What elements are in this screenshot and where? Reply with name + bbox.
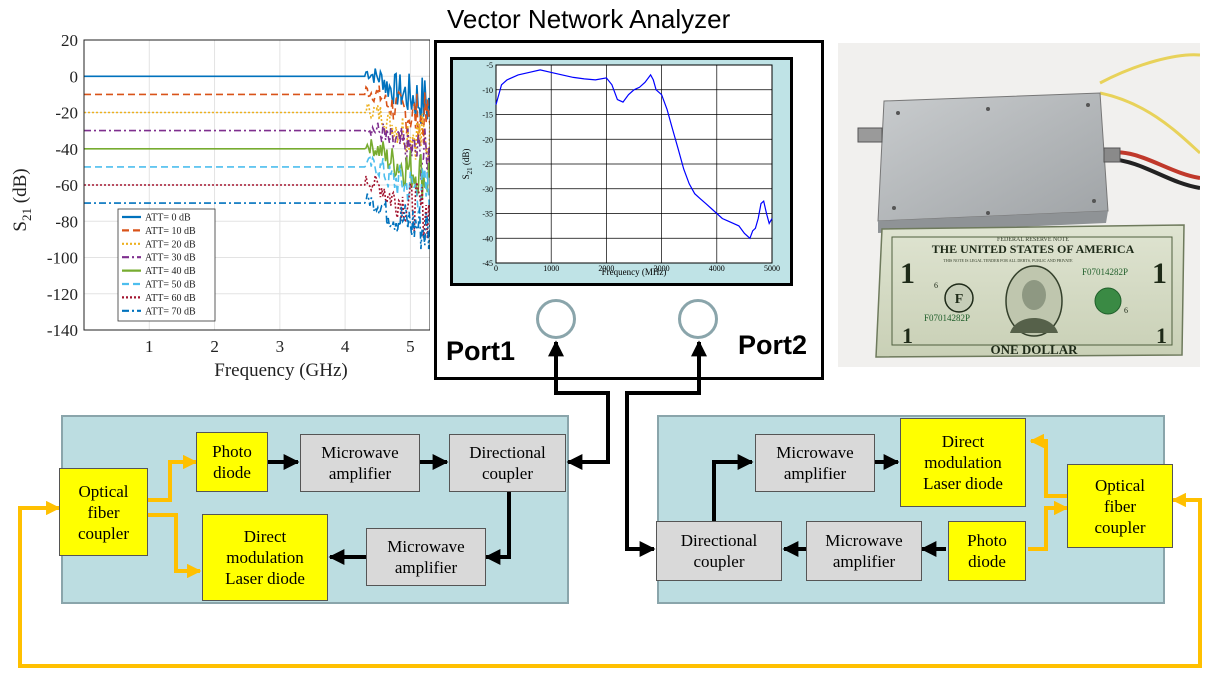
chart-series-group [84, 68, 430, 250]
legend-entry: ATT= 30 dB [145, 253, 196, 264]
attenuation-sweep-chart: 20 0 -20 -40 -60 -80 -100 -120 -140 1 2 3 4 5 Freque… [10, 31, 430, 381]
series-line [84, 139, 430, 201]
left-microwave-amplifier-bottom[interactable]: Microwave amplifier [366, 528, 486, 586]
right-photo-diode[interactable]: Photo diode [948, 521, 1026, 581]
bill-small-6-right: 6 [1124, 306, 1128, 315]
y-tick-label: 0 [70, 67, 79, 86]
right-microwave-amplifier-bottom[interactable]: Microwave amplifier [806, 521, 922, 581]
series-line [84, 175, 430, 239]
bill-bottom-text: ONE DOLLAR [990, 342, 1078, 357]
vna-x-tick-label: 4000 [709, 264, 725, 273]
dollar-bill: FEDERAL RESERVE NOTE THE UNITED STATES O… [875, 224, 1185, 358]
vna-y-tick-label: -40 [482, 234, 493, 243]
vna-y-tick-label: -5 [486, 61, 493, 70]
x-axis-label: Frequency (GHz) [214, 360, 347, 381]
bill-serial-bottom: F07014282P [924, 313, 970, 323]
x-tick-label: 1 [145, 337, 154, 356]
x-tick-label: 5 [406, 337, 415, 356]
legend-entry: ATT= 20 dB [145, 239, 196, 250]
fiber-cable-2 [1099, 91, 1200, 155]
vna-x-tick-labels: 0 1000 2000 3000 4000 5000 [494, 264, 780, 273]
legend-entry: ATT= 0 dB [145, 213, 191, 224]
bill-serial-top: F07014282P [1082, 267, 1128, 277]
series-line [84, 122, 430, 180]
aluminium-enclosure [857, 92, 1121, 233]
bill-denomination-br: 1 [1156, 323, 1167, 348]
y-tick-label: -40 [55, 140, 78, 159]
vna-x-tick-label: 5000 [764, 264, 780, 273]
bill-denomination-bl: 1 [902, 323, 913, 348]
y-tick-labels: 20 0 -20 -40 -60 -80 -100 -120 -140 [47, 31, 78, 340]
right-microwave-amplifier-top[interactable]: Microwave amplifier [755, 434, 875, 492]
vna-y-tick-label: -15 [482, 111, 493, 120]
vna-y-tick-label: -45 [482, 259, 493, 268]
bill-denomination-right: 1 [1152, 257, 1167, 290]
x-tick-label: 3 [276, 337, 285, 356]
portrait-shoulders [1010, 318, 1058, 333]
y-tick-label: -100 [47, 249, 78, 268]
bill-denomination-left: 1 [900, 257, 915, 290]
left-microwave-amplifier-top[interactable]: Microwave amplifier [300, 434, 420, 492]
y-tick-label: -140 [47, 321, 78, 340]
x-tick-label: 4 [341, 337, 350, 356]
legend-entry: ATT= 10 dB [145, 226, 196, 237]
bill-subtitle: THIS NOTE IS LEGAL TENDER FOR ALL DEBTS,… [943, 258, 1073, 264]
vna-y-tick-label: -25 [482, 160, 493, 169]
y-tick-label: -20 [55, 104, 78, 123]
legend-entry: ATT= 50 dB [145, 280, 196, 291]
vna-x-tick-label: 3000 [654, 264, 670, 273]
vna-y-tick-labels: -5 -10 -15 -20 -25 -30 -35 -40 -45 [482, 61, 493, 268]
vna-title: Vector Network Analyzer [447, 4, 731, 34]
left-directional-coupler[interactable]: Directional coupler [449, 434, 566, 492]
device-photo: FEDERAL RESERVE NOTE THE UNITED STATES O… [838, 43, 1200, 367]
y-tick-label: -120 [47, 285, 78, 304]
y-axis-label: S21 (dB) [10, 168, 34, 231]
x-tick-labels: 1 2 3 4 5 [145, 337, 415, 356]
y-tick-label: -80 [55, 212, 78, 231]
bill-title: THE UNITED STATES OF AMERICA [932, 242, 1135, 256]
vna-x-tick-label: 2000 [598, 264, 614, 273]
vna-trace [495, 69, 773, 240]
vna-s21-chart: -5 -10 -15 -20 -25 -30 -35 -40 -45 0 1000 2000 3000… [461, 61, 780, 277]
vna-x-tick-label: 0 [494, 264, 498, 273]
series-line [84, 85, 430, 144]
vna-y-tick-label: -20 [482, 135, 493, 144]
port2-label: Port2 [738, 330, 808, 360]
federal-reserve-seal [944, 283, 974, 313]
right-directional-coupler[interactable]: Directional coupler [656, 521, 782, 581]
left-optical-fiber-coupler[interactable]: Optical fiber coupler [59, 468, 148, 556]
plot-frame [83, 39, 430, 331]
legend-entry: ATT= 60 dB [145, 293, 196, 304]
vna-y-tick-label: -30 [482, 185, 493, 194]
right-laser-diode[interactable]: Direct modulation Laser diode [900, 418, 1026, 507]
port1-label: Port1 [446, 336, 516, 366]
port2-connector[interactable] [678, 299, 718, 339]
vna-x-tick-label: 1000 [543, 264, 559, 273]
series-line [84, 155, 430, 221]
x-tick-label: 2 [210, 337, 219, 356]
legend-entry: ATT= 70 dB [145, 306, 196, 317]
y-tick-label: 20 [61, 31, 78, 50]
vna-x-axis-label: Frequency (MHz) [602, 267, 667, 277]
fiber-cable-1 [1099, 53, 1200, 85]
bill-header: FEDERAL RESERVE NOTE [997, 237, 1069, 243]
bill-small-6-left: 6 [934, 281, 938, 290]
legend-entry: ATT= 40 dB [145, 266, 196, 277]
left-photo-diode[interactable]: Photo diode [196, 432, 268, 492]
seal-letter: F [955, 292, 964, 307]
series-line [84, 102, 430, 167]
vna-y-tick-label: -35 [482, 210, 493, 219]
right-optical-fiber-coupler[interactable]: Optical fiber coupler [1067, 464, 1173, 548]
vna-y-axis-label: S21 (dB) [461, 149, 474, 180]
chart-legend: ATT= 0 dB ATT= 10 dB ATT= 20 dB ATT= 30 dB A… [117, 208, 216, 322]
vna-y-tick-label: -10 [482, 86, 493, 95]
portrait-head [1022, 280, 1046, 310]
port1-connector[interactable] [536, 299, 576, 339]
left-laser-diode[interactable]: Direct modulation Laser diode [202, 514, 328, 601]
series-line [84, 68, 430, 124]
photo-drawing: FEDERAL RESERVE NOTE THE UNITED STATES O… [857, 53, 1200, 358]
y-tick-label: -60 [55, 176, 78, 195]
treasury-seal [1094, 287, 1122, 315]
